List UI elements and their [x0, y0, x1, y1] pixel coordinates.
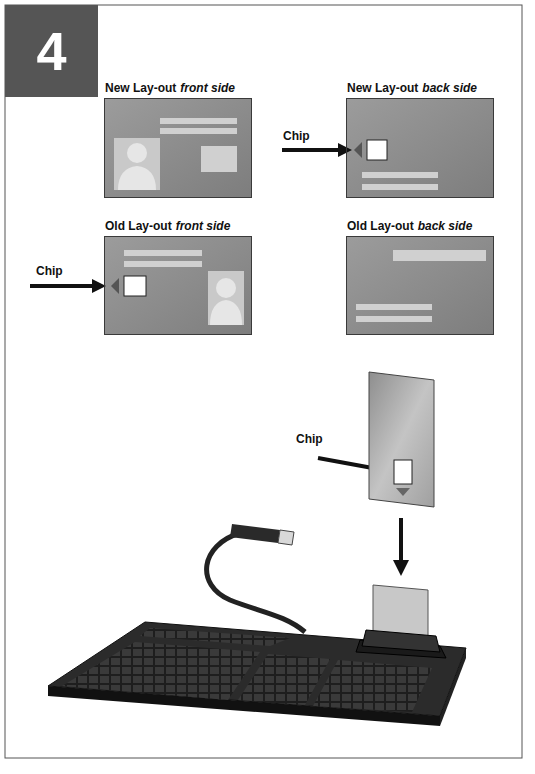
card-side: back side [422, 81, 477, 95]
card-heading: Old Lay-out back side [347, 219, 472, 233]
keyboard-reader [48, 585, 466, 726]
card-heading: New Lay-out front side [105, 81, 235, 95]
layout-name: New Lay-out [347, 81, 418, 95]
usb-cable [207, 524, 305, 632]
layout-name: New Lay-out [105, 81, 176, 95]
chip-label: Chip [296, 433, 323, 445]
card-side: front side [176, 219, 231, 233]
layout-name: Old Lay-out [347, 219, 414, 233]
card-side: front side [180, 81, 235, 95]
card-heading: New Lay-out back side [347, 81, 477, 95]
id-card-view: New Lay-outfront side [104, 98, 252, 198]
step-box [5, 5, 98, 97]
id-card-view: Old Lay-outfront side [104, 236, 252, 335]
page-frame [5, 5, 522, 758]
step-number: 4 [36, 24, 66, 78]
card-side: back side [418, 219, 473, 233]
id-card-view: New Lay-outback side [346, 98, 494, 198]
chip-label: Chip [283, 130, 310, 142]
card-heading: Old Lay-out front side [105, 219, 230, 233]
pointer-arrow [30, 143, 409, 576]
id-card-view: Old Lay-outback side [346, 236, 494, 335]
layout-name: Old Lay-out [105, 219, 172, 233]
chip-label: Chip [36, 265, 63, 277]
id-card [369, 372, 434, 507]
